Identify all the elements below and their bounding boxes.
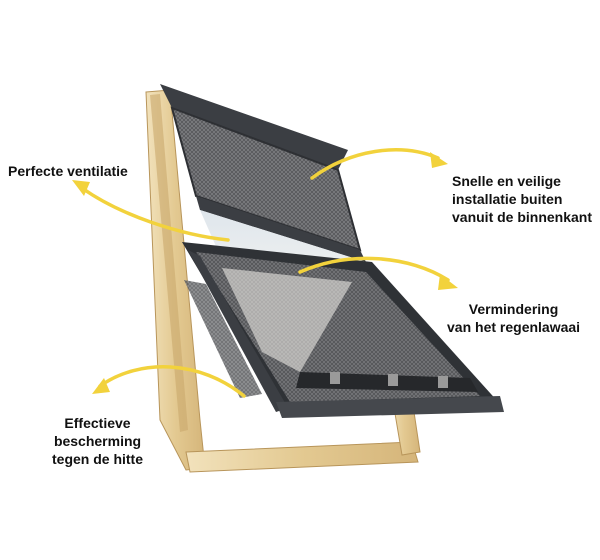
label-line: Snelle en veilige: [452, 173, 561, 189]
opened-sash: [182, 242, 504, 418]
label-perfecte-ventilatie: Perfecte ventilatie: [8, 162, 128, 180]
curved-arrow-icon: [80, 186, 230, 242]
label-line: tegen de hitte: [52, 451, 144, 467]
curved-arrow-icon: [438, 274, 458, 290]
label-vermindering-regenlawaai: Vermindering van het regenlawaai: [447, 300, 580, 336]
curved-arrow-icon: [430, 152, 448, 168]
curved-arrow-icon: [310, 148, 440, 180]
curved-arrow-icon: [92, 378, 110, 394]
curved-arrow-icon: [298, 256, 450, 282]
label-bescherming-hitte: Effectieve bescherming tegen de hitte: [52, 414, 143, 468]
curved-arrow-icon: [72, 180, 90, 196]
label-line: Vermindering: [468, 301, 559, 317]
curved-arrow-icon: [98, 365, 246, 398]
label-line: Effectieve: [64, 415, 131, 431]
label-snelle-installatie: Snelle en veilige installatie buiten van…: [452, 172, 592, 226]
side-shade-panel: [184, 280, 262, 398]
label-line: installatie buiten: [452, 191, 563, 207]
label-line: Perfecte ventilatie: [8, 163, 128, 179]
label-line: van het regenlawaai: [447, 319, 581, 335]
label-line: bescherming: [53, 433, 142, 449]
label-line: vanuit de binnenkant: [452, 209, 593, 225]
